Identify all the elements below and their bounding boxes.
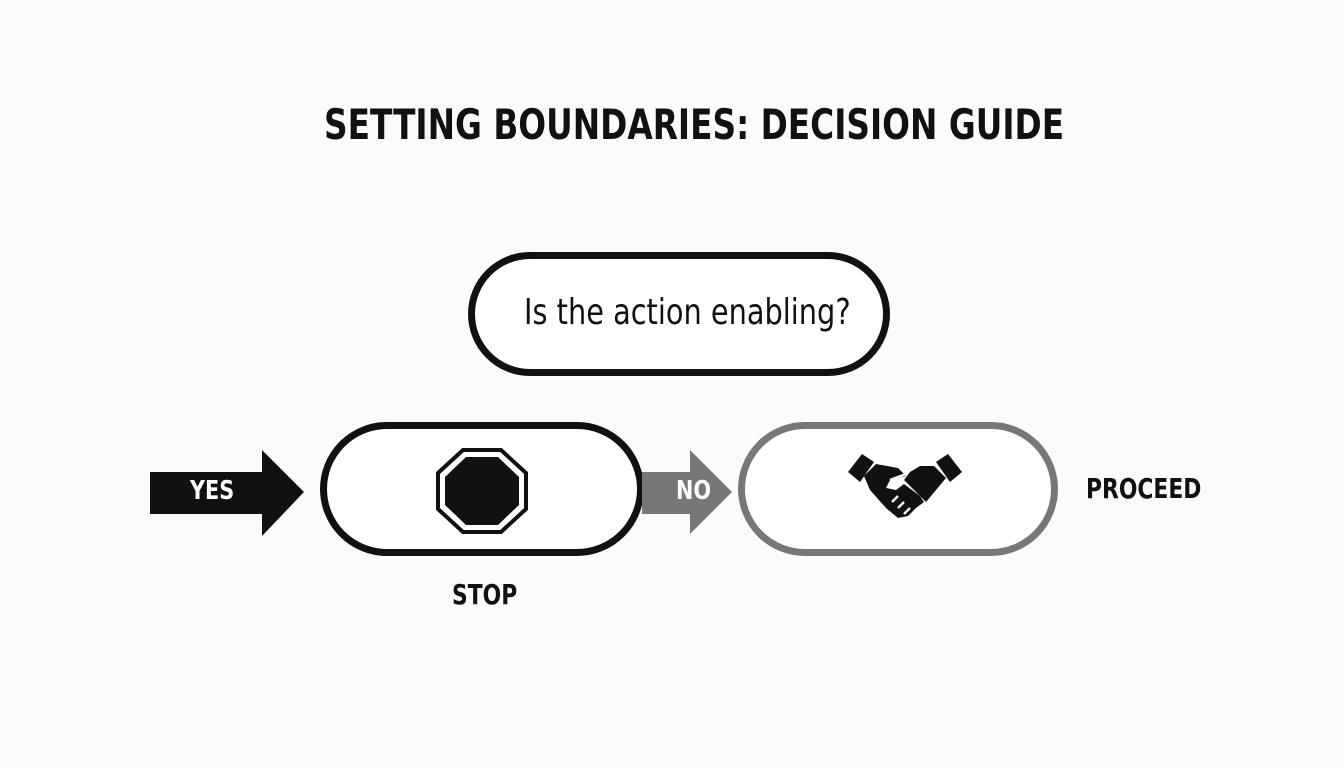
yes-label: YES: [190, 476, 235, 506]
handshake-icon: [848, 454, 962, 518]
stop-sign-icon: [436, 448, 528, 534]
page-title: SETTING BOUNDARIES: DECISION GUIDE: [324, 100, 1065, 149]
question-node: [468, 252, 890, 376]
no-arrow: [642, 450, 732, 534]
question-text: Is the action enabling?: [524, 292, 851, 333]
proceed-label: PROCEED: [1086, 472, 1202, 505]
no-label: NO: [676, 476, 712, 506]
stop-label: STOP: [452, 578, 518, 611]
yes-arrow: [150, 450, 304, 536]
